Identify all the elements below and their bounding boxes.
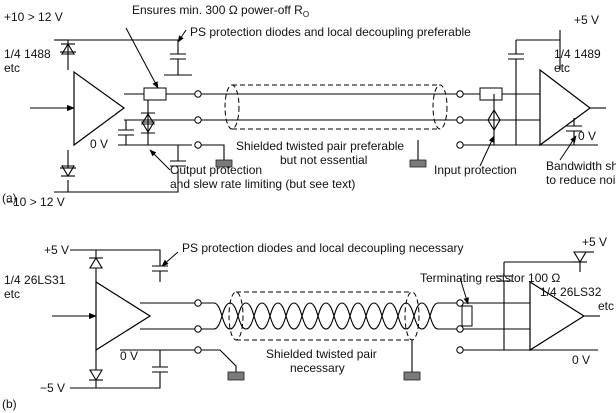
- bw-note-a-1: Bandwidth shaping: [546, 159, 616, 173]
- connector-pin-b-3: [194, 346, 202, 354]
- ps-diode-right-b: [573, 251, 594, 264]
- driver-label-b-1: 1/4 26LS31: [4, 273, 66, 287]
- connector-pin-b-5: [456, 325, 464, 333]
- driver-label-a-2: etc: [4, 61, 20, 75]
- input-resistor-a: [479, 87, 503, 101]
- output-note-a-2: and slew rate limiting (but see text): [170, 177, 355, 191]
- cable-a: [214, 84, 460, 130]
- connector-pin-a-1: [194, 90, 202, 98]
- output-note-a-1: Output protection: [170, 163, 262, 177]
- part-a-tag: (a): [2, 191, 17, 205]
- connector-pin-b-2: [194, 325, 202, 333]
- ro-note-arrow: [125, 27, 159, 89]
- ps-note-b: PS protection diodes and local decouplin…: [182, 241, 464, 255]
- connector-pin-b-4: [456, 299, 464, 307]
- ps-top-label-b: +5 V: [44, 243, 69, 257]
- receiver-amplifier-a: [539, 68, 592, 147]
- bw-note-a-2: to reduce noise: [546, 173, 616, 187]
- ps-diode-bottom-a: [61, 165, 75, 178]
- driver-label-a-1: 1/4 1488: [4, 47, 51, 61]
- cable-note-a-1: Shielded twisted pair preferable: [236, 139, 404, 153]
- ps-note-arrow-b: [161, 251, 179, 267]
- input-protection-diodes-a: [487, 94, 501, 145]
- ground-block-b-left: [227, 371, 245, 381]
- ground-block-a-left: [215, 159, 233, 168]
- connector-pin-a-2: [194, 116, 202, 124]
- driver-label-b-2: etc: [4, 287, 20, 301]
- receiver-label-b-2: etc: [598, 299, 614, 313]
- output-protection-diodes-a: [141, 100, 155, 145]
- cable-note-b-1: Shielded twisted pair: [266, 347, 377, 361]
- ps-bottom-label-a: −10 > 12 V: [6, 195, 65, 209]
- input-note-a: Input protection: [434, 163, 517, 177]
- connector-pin-a-6: [456, 141, 464, 149]
- output-resistor-a: [143, 87, 167, 101]
- term-note-b: Terminating resistor 100 Ω: [420, 271, 560, 285]
- term-note-arrow: [459, 277, 469, 305]
- ps-note-arrow-a: [177, 29, 187, 43]
- ps-right-label-b: +5 V: [582, 235, 607, 249]
- ground-block-b-right: [403, 371, 421, 381]
- receiver-label-b-1: 1/4 26LS32: [540, 285, 602, 299]
- ground-block-a-right: [409, 159, 427, 168]
- terminating-resistor-b: [461, 305, 473, 327]
- gnd-left-label-a: 0 V: [90, 137, 108, 151]
- gnd-right-label-b: 0 V: [572, 353, 590, 367]
- input-note-arrow: [479, 135, 495, 167]
- receiver-label-a-2: etc: [554, 61, 570, 75]
- ro-note-a: Ensures min. 300 Ω power-off RO: [132, 3, 309, 19]
- output-note-arrow: [149, 149, 171, 171]
- decoupling-caps-a-left: [164, 53, 192, 167]
- part-b-tag: (b): [2, 397, 17, 411]
- connector-pin-a-3: [194, 141, 202, 149]
- gnd-left-label-b: 0 V: [120, 349, 138, 363]
- bw-note-arrow: [559, 135, 577, 161]
- twisted-pair-b: [201, 291, 460, 341]
- receiver-amplifier-b: [529, 280, 586, 352]
- ps-note-a: PS protection diodes and local decouplin…: [190, 25, 471, 39]
- decoupling-caps-b-left: [152, 265, 168, 373]
- ps-right-label-a: +5 V: [574, 13, 599, 27]
- receiver-label-a-1: 1/4 1489: [554, 47, 601, 61]
- ps-diode-bottom-b: [89, 350, 103, 382]
- ps-diode-top-a: [61, 42, 75, 55]
- driver-amplifier-a: [73, 70, 126, 147]
- circuit-b: +5 V −5 V PS protection diodes and local…: [2, 235, 614, 411]
- driver-amplifier-b: [95, 280, 152, 352]
- slew-rate-capacitor-a: [118, 120, 134, 145]
- ps-bottom-label-b: −5 V: [40, 381, 65, 395]
- gnd-right-label-a: 0 V: [578, 129, 596, 143]
- connector-pin-b-1: [194, 299, 202, 307]
- connector-pin-a-5: [456, 116, 464, 124]
- cable-note-b-2: necessary: [290, 361, 345, 375]
- connector-pin-a-4: [456, 90, 464, 98]
- ps-diode-top-b: [89, 256, 103, 282]
- cable-note-a-2: but not essential: [280, 153, 367, 167]
- circuit-a: +10 > 12 V −10 > 12 V Ensures min. 300 Ω…: [2, 3, 616, 209]
- connector-pin-b-6: [456, 346, 464, 354]
- ps-top-label-a: +10 > 12 V: [4, 10, 63, 24]
